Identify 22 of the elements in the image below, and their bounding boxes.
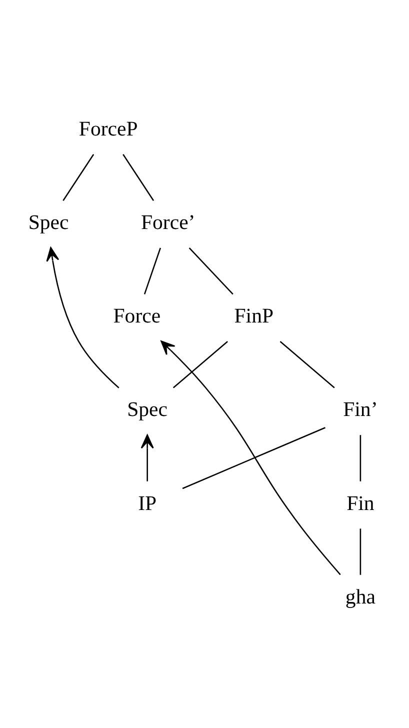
node-text: gha (345, 584, 376, 608)
connector (144, 247, 162, 294)
arrow (140, 434, 154, 481)
arrow (46, 246, 120, 388)
connector (360, 528, 362, 574)
connector (122, 154, 154, 200)
node-text: Fin’ (343, 398, 378, 421)
arrow (160, 340, 341, 575)
connector (62, 154, 94, 200)
node-text: Force (113, 304, 161, 328)
connector (172, 340, 228, 388)
node-text: Fin (346, 491, 374, 514)
node-text: ForceP (78, 117, 138, 140)
connector (188, 246, 234, 294)
node-text: Spec (127, 398, 168, 421)
connector (182, 426, 326, 489)
node-text: Spec (28, 210, 69, 234)
node-text: FinP (234, 304, 274, 328)
connector (280, 340, 335, 388)
node-text: Force’ (140, 210, 196, 234)
connector (360, 434, 362, 481)
node-text: IP (138, 491, 157, 514)
